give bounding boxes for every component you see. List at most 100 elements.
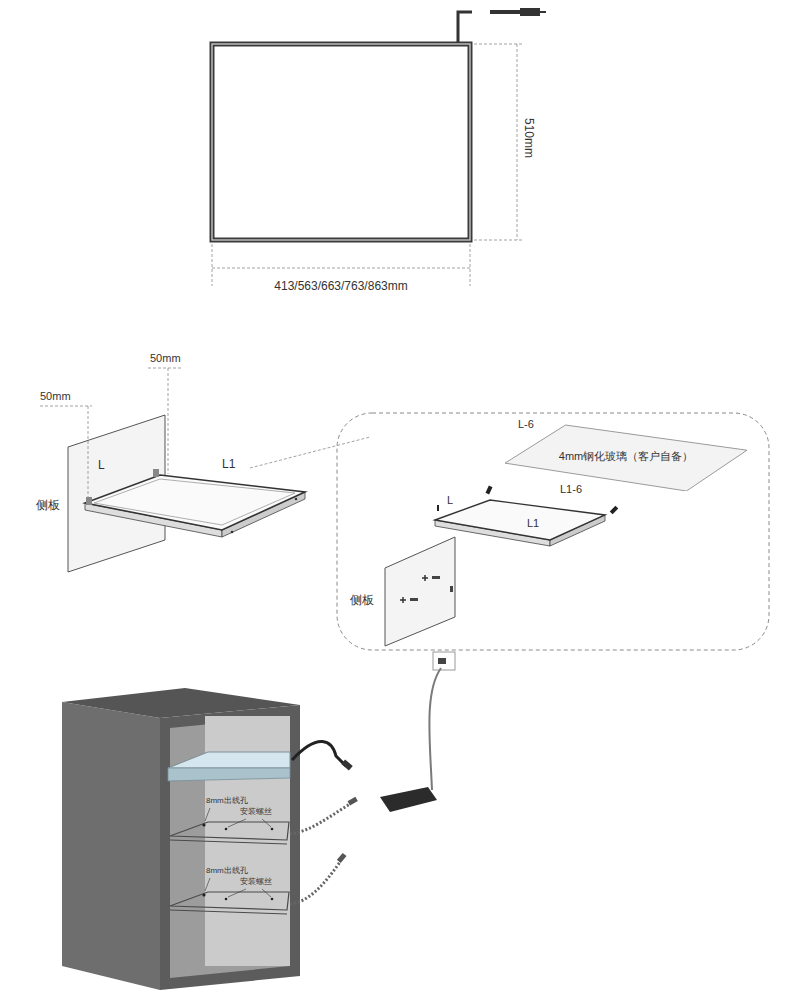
glass-outline [505,425,747,491]
shelf-frame [435,500,605,540]
callout-label: 安装螺丝 [240,877,272,887]
label-anchor: 8mm出线孔 [206,796,248,806]
bracket [450,586,453,592]
projection-line [250,437,370,468]
label-anchor: L1-6 [560,483,582,496]
frame-wire [458,12,472,42]
bracket [153,469,159,477]
leader-line [148,368,182,369]
screw-arrow [437,505,439,511]
shelf-cable [290,804,350,834]
extension-line [212,244,213,286]
bracket [86,497,92,505]
label-anchor: 413/563/663/763/863mm [274,279,407,293]
side-panel [385,537,455,646]
part-label: L [98,458,105,472]
leader-line [262,889,271,897]
leader-line [40,406,92,407]
label-anchor: L [447,494,453,507]
dimension-lines [212,44,524,286]
callout-label: 8mm出线孔 [206,866,248,876]
callout-side-panel [385,537,455,646]
label-anchor: 安装螺丝 [240,877,272,887]
label-anchor: 50mm [40,390,71,403]
screw [400,597,406,603]
cable-plug [341,759,353,770]
screw-arrow [610,506,618,514]
driver-assembly [380,652,455,812]
wire-plug [490,10,520,14]
dimension-label: L-6 [518,418,534,431]
part-label: L1 [527,517,539,530]
screw [271,898,274,901]
label-anchor: L [98,458,105,472]
shelf-edge [170,910,287,914]
bracket [432,576,440,579]
frame-outer [212,44,470,240]
cabinet-side [62,702,160,990]
shelf-cable [292,741,346,766]
led-driver [380,787,437,812]
cable-plug [348,797,358,806]
wire-plug [520,8,540,16]
dimension-line [212,268,470,269]
wire-hole [202,823,205,826]
label-anchor: 50mm [150,352,181,365]
screw [225,828,228,831]
screw [271,828,274,831]
glass-shelf-top [168,752,290,768]
callout-label: 安装螺丝 [240,807,272,817]
callout-label: 8mm出线孔 [206,796,248,806]
offset-leaders [40,368,370,500]
label-anchor: L1 [222,457,235,471]
label-anchor: 510mm [522,118,536,158]
label-anchor: 侧板 [350,593,374,607]
bracket [410,598,418,601]
dimension-label: 50mm [40,390,71,403]
leader-line [168,368,169,474]
cable-plug [337,853,347,863]
leader-line [262,819,271,827]
label-anchor: L-6 [518,418,534,431]
dimension-label: 413/563/663/763/863mm [274,279,407,293]
part-label: L [447,494,453,507]
label-anchor: L1 [527,517,539,530]
side-panel-assembly [68,415,305,572]
leader-line [205,808,210,821]
dimension-line [517,44,518,240]
socket [433,652,455,670]
label-anchor: 侧板 [36,498,60,512]
extension-line [474,44,524,45]
screw-dot [295,498,298,501]
leader-line [88,406,89,500]
dimension-label: L1-6 [560,483,582,496]
part-label: 侧板 [36,498,60,512]
socket-plug [438,658,446,664]
cabinet-front [160,705,300,990]
wire-plug-pin [540,11,546,13]
glass-panel: 4mm钢化玻璃（客户自备） [505,423,747,491]
callout-region [337,413,769,650]
shelf-frame [170,822,289,840]
driver-cable [429,668,441,790]
shelf-cable [290,862,340,904]
wire-hole [202,893,205,896]
callout-shelf [435,486,618,546]
shelf-cables [290,741,358,904]
leader-line [205,878,210,891]
leader-line [228,889,246,897]
dimension-label: 510mm [522,118,536,158]
part-label: 侧板 [350,593,374,607]
screw-arrow [485,486,492,495]
led-frame-panel [212,8,546,240]
glass-shelf-front [168,768,290,781]
screw [225,898,228,901]
shelf-frame [170,892,289,910]
extension-line [470,244,471,286]
cabinet [62,688,300,990]
extension-line [474,240,524,241]
part-label: L1 [222,457,235,471]
shelf-frame [85,475,305,530]
